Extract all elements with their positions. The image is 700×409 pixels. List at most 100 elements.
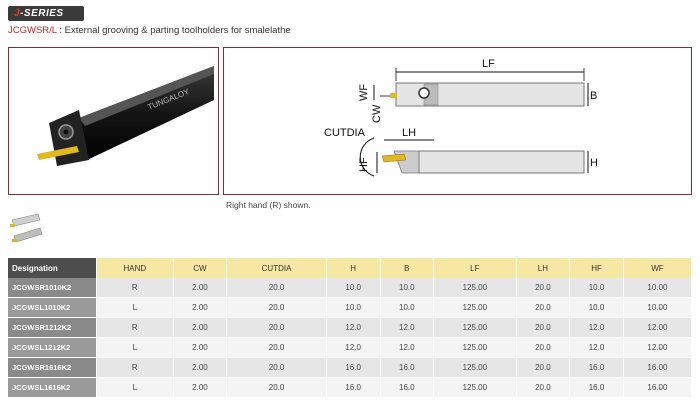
technical-drawing-panel: LF B WF CW CUTDIA LH HF H [223,47,692,195]
cw-label: CW [371,104,383,123]
col-designation: Designation [8,258,97,278]
cell-cw: 2.00 [173,358,228,378]
cell-cw: 2.00 [173,378,228,398]
side-view-head [393,150,420,174]
cell-h: 12.0 [326,338,381,358]
cell-h: 16.0 [326,358,381,378]
cell-designation: JCGWSR1010K2 [8,278,97,298]
cell-designation: JCGWSL1010K2 [8,298,97,318]
cell-b: 12.0 [380,318,435,338]
cell-hf: 12.0 [570,318,624,338]
cell-b: 10.0 [380,298,435,318]
cell-wf: 10.00 [623,278,692,298]
series-prefix: J [14,8,21,19]
product-photo-panel: TUNGALOY [8,47,219,195]
cell-lf: 125.00 [434,298,517,318]
cell-cw: 2.00 [173,278,228,298]
cell-lh: 20.0 [516,278,571,298]
col-b: B [380,258,435,278]
cell-cutdia: 20.0 [227,278,327,298]
cell-b: 16.0 [380,358,435,378]
cell-h: 10.0 [326,278,381,298]
table-row: JCGWSR1010K2 R 2.00 20.0 10.0 10.0 125.0… [8,278,692,298]
cell-lh: 20.0 [516,358,571,378]
table-row: JCGWSL1010K2 L 2.00 20.0 10.0 10.0 125.0… [8,298,692,318]
drawing-caption: Right hand (R) shown. [226,200,311,210]
product-code: JCGWSR/L [8,25,57,36]
cell-lf: 125.00 [434,278,517,298]
cell-designation: JCGWSR1616K2 [8,358,97,378]
dimension-drawing: LF B WF CW CUTDIA LH HF H [324,58,598,177]
cell-hand: R [97,278,174,298]
cell-cutdia: 20.0 [227,298,327,318]
cell-h: 12.0 [326,318,381,338]
col-wf: WF [623,258,692,278]
shank-shape [79,66,214,160]
cell-lh: 20.0 [516,298,571,318]
cell-lh: 20.0 [516,338,571,358]
col-hand: HAND [97,258,174,278]
cell-hand: L [97,338,174,358]
h-label: H [590,157,598,169]
cutdia-arc [359,137,375,177]
cell-cw: 2.00 [173,318,228,338]
cell-lf: 125.00 [434,358,517,378]
table-row: JCGWSR1616K2 R 2.00 20.0 16.0 16.0 125.0… [8,358,692,378]
cell-hand: R [97,318,174,338]
col-cw: CW [173,258,228,278]
cell-lf: 125.00 [434,318,517,338]
cell-hf: 10.0 [570,278,624,298]
cell-designation: JCGWSL1212K2 [8,338,97,358]
table-header-row: Designation HAND CW CUTDIA H B LF LH HF … [8,258,692,278]
page-subtitle: JCGWSR/L : External grooving & parting t… [8,25,291,36]
cell-cutdia: 20.0 [227,378,327,398]
cell-b: 16.0 [380,378,435,398]
product-description: : External grooving & parting toolholder… [56,25,291,36]
cell-cutdia: 20.0 [227,358,327,378]
side-view-body [418,150,585,174]
shank-top-face [79,66,214,126]
cell-designation: JCGWSL1616K2 [8,378,97,398]
col-h: H [326,258,381,278]
spec-table: Designation HAND CW CUTDIA H B LF LH HF … [8,258,692,398]
cell-hand: R [97,358,174,378]
cell-wf: 12.00 [623,338,692,358]
cell-wf: 12.00 [623,318,692,338]
cell-lh: 20.0 [516,318,571,338]
cell-h: 10.0 [326,298,381,318]
top-view-insert [390,93,397,98]
cell-wf: 16.00 [623,378,692,398]
cell-designation: JCGWSR1212K2 [8,318,97,338]
cell-wf: 10.00 [623,298,692,318]
col-hf: HF [570,258,624,278]
lh-label: LH [402,127,416,139]
col-lf: LF [434,258,517,278]
cell-lf: 125.00 [434,378,517,398]
toolholder-photo: TUNGALOY [37,66,214,166]
col-lh: LH [516,258,571,278]
series-badge: J-SERIES [8,6,84,21]
cell-hf: 16.0 [570,378,624,398]
cell-hand: L [97,298,174,318]
cell-hf: 12.0 [570,338,624,358]
col-cutdia: CUTDIA [227,258,327,278]
cell-b: 12.0 [380,338,435,358]
top-view-screw-icon [418,87,430,99]
side-view-insert [381,153,407,163]
lf-label: LF [482,58,495,70]
insert-shape [37,146,79,160]
toolholder-thumbnail [10,213,43,243]
screw-hole [63,129,69,135]
cell-lh: 20.0 [516,378,571,398]
cell-lf: 125.00 [434,338,517,358]
cell-hf: 16.0 [570,358,624,378]
table-row: JCGWSR1212K2 R 2.00 20.0 12.0 12.0 125.0… [8,318,692,338]
cell-wf: 16.00 [623,358,692,378]
cell-hf: 10.0 [570,298,624,318]
cell-cw: 2.00 [173,338,228,358]
hf-label: HF [358,157,370,172]
cutdia-label: CUTDIA [324,127,366,139]
cell-b: 10.0 [380,278,435,298]
cell-h: 16.0 [326,378,381,398]
table-row: JCGWSL1212K2 L 2.00 20.0 12.0 12.0 125.0… [8,338,692,358]
